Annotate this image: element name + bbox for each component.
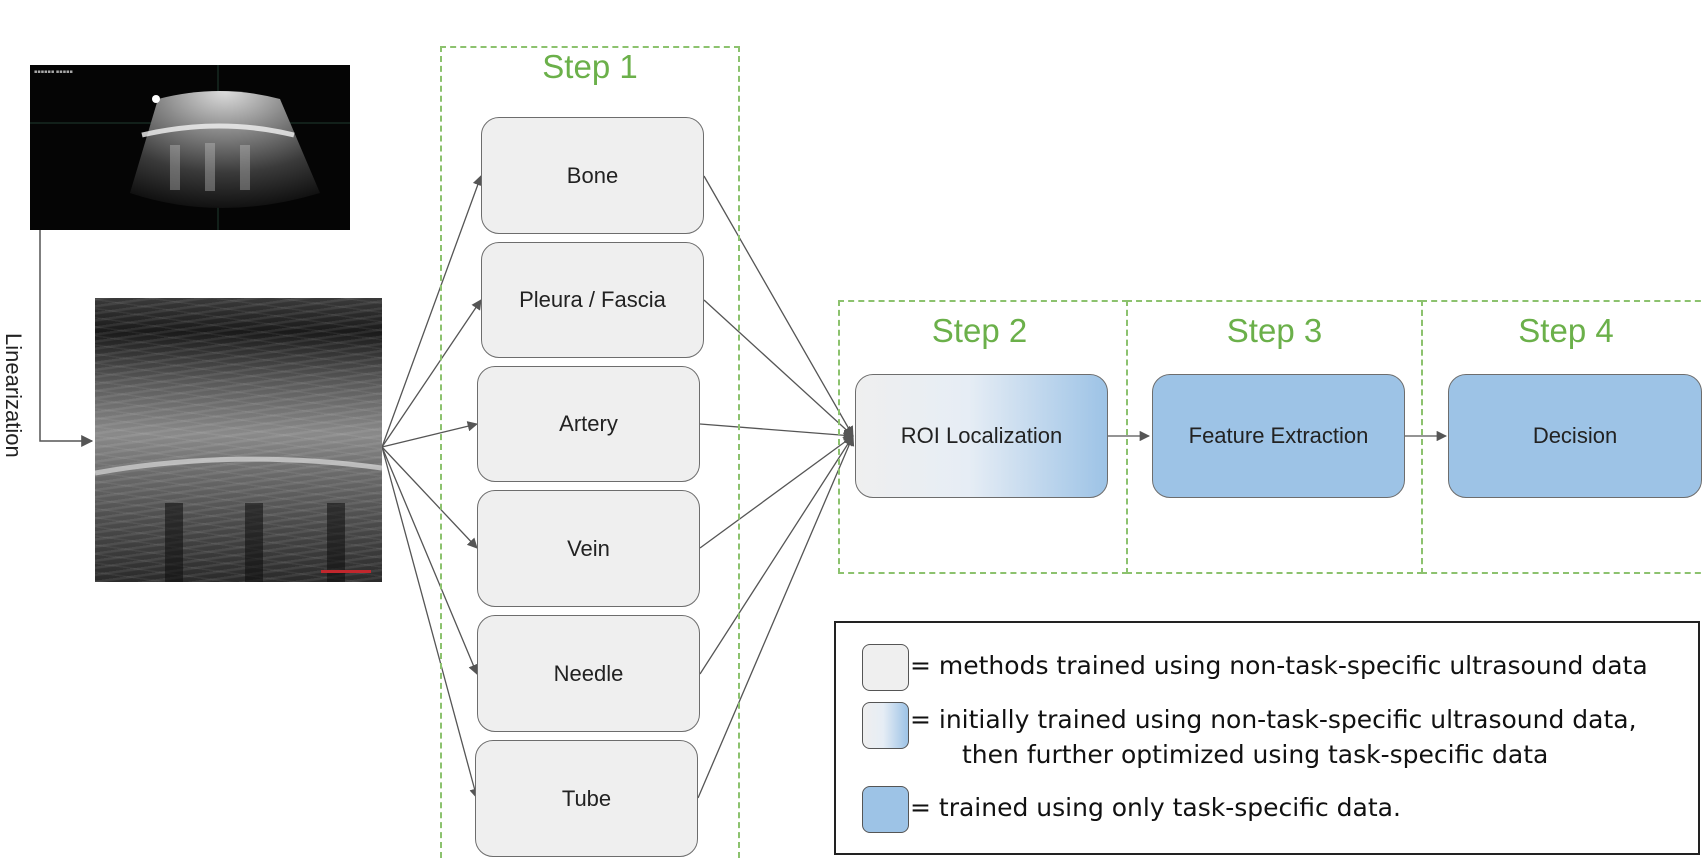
legend-blue-swatch	[862, 786, 909, 833]
legend-line-3: = trained using only task-specific data.	[910, 793, 1401, 822]
feature-extraction-box: Feature Extraction	[1152, 374, 1405, 498]
svg-text:▪▪▪▪▪▪ ▪▪▪▪▪: ▪▪▪▪▪▪ ▪▪▪▪▪	[34, 69, 73, 75]
decision-box: Decision	[1448, 374, 1702, 498]
linearization-label: Linearization	[1, 333, 26, 458]
needle-box: Needle	[477, 615, 700, 732]
pleura-fascia-box: Pleura / Fascia	[481, 242, 704, 358]
step4-frame	[1421, 300, 1704, 574]
roi-localization-box: ROI Localization	[855, 374, 1108, 498]
step3-title: Step 3	[1226, 312, 1323, 349]
step4-title: Step 4	[1518, 312, 1614, 349]
bone-box: Bone	[481, 117, 704, 234]
legend: = methods trained using non-task-specifi…	[834, 621, 1700, 855]
linearization-arrow	[39, 230, 94, 447]
artery-box: Artery	[477, 366, 700, 482]
legend-line-1: = methods trained using non-task-specifi…	[910, 651, 1648, 680]
fanin-arrows	[697, 175, 855, 799]
fanout-arrows	[381, 175, 483, 800]
raw-ultrasound-image: ▪▪▪▪▪▪ ▪▪▪▪▪	[30, 65, 350, 230]
step1-frame	[440, 46, 740, 858]
linearized-ultrasound-image	[95, 298, 382, 582]
step1-title: Step 1	[542, 48, 638, 85]
legend-gray-swatch	[862, 644, 909, 691]
step2-title: Step 2	[931, 312, 1028, 349]
legend-gradient-swatch	[862, 702, 909, 749]
tube-box: Tube	[475, 740, 698, 857]
legend-line-2b: then further optimized using task-specif…	[962, 740, 1549, 769]
legend-line-2a: = initially trained using non-task-speci…	[910, 705, 1637, 734]
vein-box: Vein	[477, 490, 700, 607]
